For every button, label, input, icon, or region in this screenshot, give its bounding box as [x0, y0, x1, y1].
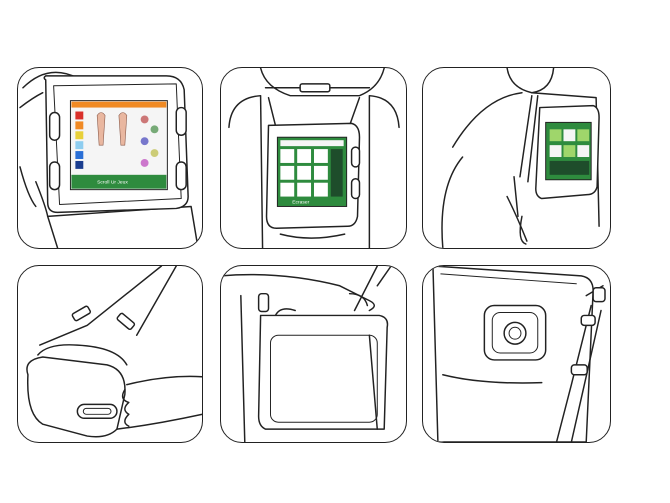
- case-back-illustration: [432, 266, 606, 442]
- stand-screen-button-label: Scroll Ur Jeux: [97, 180, 128, 186]
- headrest-tablet-screen: Ecraser: [276, 136, 348, 207]
- panel-tablet-on-stand: Scroll Ur Jeux: [17, 67, 203, 249]
- shoulder-strap-illustration: [26, 266, 202, 438]
- side-tablet-screen: [545, 121, 592, 181]
- tablet-screen: Scroll Ur Jeux: [69, 100, 168, 191]
- panel-case-back-view: [422, 265, 611, 443]
- panel-carry-by-handle: [220, 265, 407, 443]
- panel-tablet-on-headrest-side: [422, 67, 611, 249]
- headrest-front-illustration: Ecraser: [228, 68, 400, 248]
- handle-carry-illustration: [221, 266, 392, 442]
- panel-carry-by-shoulder-strap: [17, 265, 203, 443]
- headrest-side-illustration: [441, 68, 600, 248]
- tablet-on-stand-illustration: Scroll Ur Jeux: [19, 71, 199, 248]
- headrest-screen-button-label: Ecraser: [292, 199, 309, 205]
- panel-tablet-on-headrest-front: Ecraser: [220, 67, 407, 249]
